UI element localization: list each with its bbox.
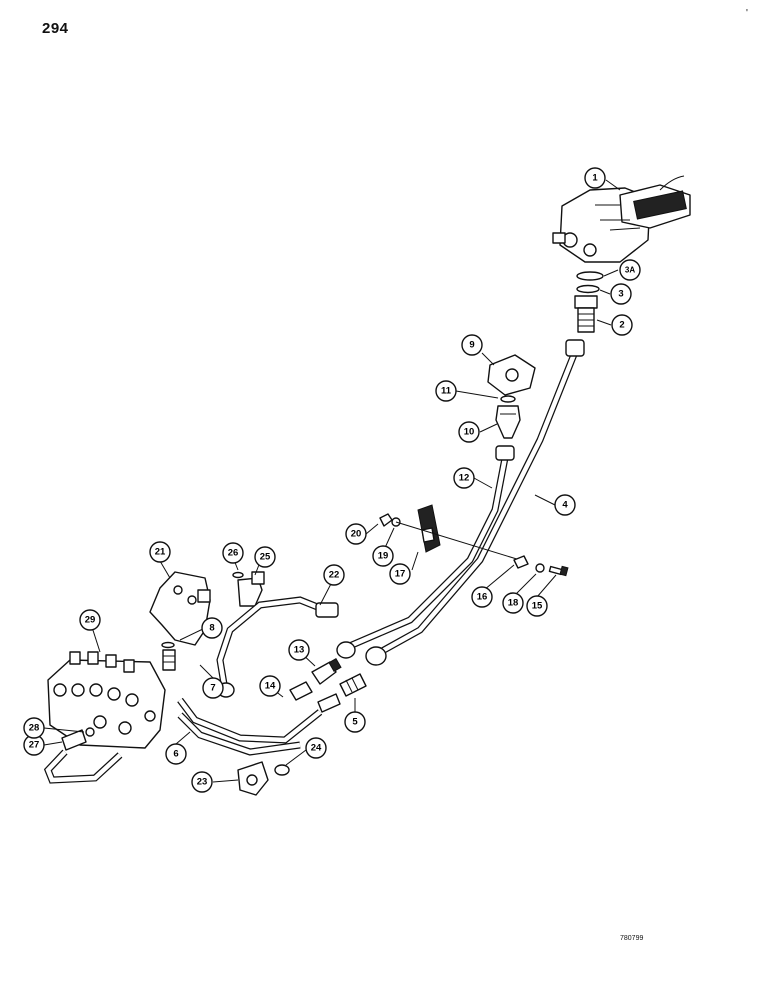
callout-17: 17 — [389, 563, 411, 585]
figure-code: 780799 — [620, 935, 644, 942]
callout-14: 14 — [259, 675, 281, 697]
callout-21: 21 — [149, 541, 171, 563]
callout-26: 26 — [222, 542, 244, 564]
tube-part-6 — [177, 697, 323, 756]
o-ring-part-26 — [232, 571, 244, 579]
bolt-axis-line — [395, 521, 521, 561]
callout-20: 20 — [345, 523, 367, 545]
callout-3a: 3A — [619, 259, 641, 281]
fitting-part-5 — [339, 673, 367, 697]
callout-7: 7 — [202, 677, 224, 699]
fitting-small — [317, 693, 341, 713]
valve-block-part-21 — [149, 571, 211, 646]
callout-25: 25 — [254, 546, 276, 568]
svg-text:3: 3 — [618, 289, 623, 300]
svg-text:28: 28 — [29, 723, 40, 734]
callout-18: 18 — [502, 592, 524, 614]
o-ring-part-8 — [161, 641, 175, 649]
bolt-part-15 — [548, 565, 569, 577]
nut-part-16 — [513, 555, 529, 569]
svg-text:7: 7 — [210, 683, 215, 694]
tube-part-12 — [336, 445, 515, 659]
callout-6: 6 — [165, 743, 187, 765]
svg-text:1: 1 — [592, 173, 598, 184]
tube-part-4 — [365, 339, 585, 666]
svg-text:10: 10 — [464, 427, 475, 438]
svg-text:12: 12 — [459, 473, 470, 484]
svg-text:21: 21 — [155, 547, 166, 558]
stray-mark: ' — [746, 8, 748, 19]
svg-text:24: 24 — [311, 743, 322, 754]
svg-text:2: 2 — [619, 320, 624, 331]
callout-19: 19 — [372, 545, 394, 567]
svg-text:5: 5 — [352, 717, 358, 728]
callout-12: 12 — [453, 467, 475, 489]
svg-text:11: 11 — [441, 386, 452, 397]
callout-3: 3 — [610, 283, 632, 305]
fitting-part-10 — [495, 405, 521, 439]
svg-text:4: 4 — [562, 500, 568, 511]
svg-text:22: 22 — [329, 570, 340, 581]
nut-part-20 — [379, 513, 393, 527]
control-valve-part-1 — [552, 175, 691, 263]
clamp-part-17 — [417, 504, 441, 553]
callout-8: 8 — [201, 617, 223, 639]
svg-text:26: 26 — [228, 548, 239, 559]
svg-text:18: 18 — [508, 598, 519, 609]
svg-text:3A: 3A — [625, 266, 635, 275]
svg-text:6: 6 — [173, 749, 178, 760]
callout-2: 2 — [611, 314, 633, 336]
svg-text:20: 20 — [351, 529, 362, 540]
svg-text:14: 14 — [265, 681, 276, 692]
svg-text:29: 29 — [85, 615, 96, 626]
callout-5: 5 — [344, 711, 366, 733]
washer-part-18 — [535, 563, 545, 573]
svg-text:17: 17 — [395, 569, 406, 580]
svg-text:9: 9 — [469, 340, 474, 351]
callout-23: 23 — [191, 771, 213, 793]
callout-9: 9 — [461, 334, 483, 356]
callout-22: 22 — [323, 564, 345, 586]
callout-13: 13 — [288, 639, 310, 661]
svg-text:25: 25 — [260, 552, 271, 563]
o-ring-part-3a — [576, 271, 604, 281]
adapter-fitting-part-2 — [574, 295, 598, 333]
tube-part-22 — [216, 596, 339, 698]
fitting-part-7 — [162, 649, 176, 671]
svg-text:8: 8 — [209, 623, 214, 634]
drain-tube — [43, 749, 123, 784]
elbow-part-23 — [237, 761, 269, 796]
fitting-part-13 — [311, 657, 342, 685]
o-ring-part-3 — [576, 284, 600, 294]
callout-24: 24 — [305, 737, 327, 759]
elbow-part-9 — [487, 354, 536, 396]
o-ring-part-28 — [85, 727, 95, 737]
callout-28: 28 — [23, 717, 45, 739]
callout-1: 1 — [584, 167, 606, 189]
callout-11: 11 — [435, 380, 457, 402]
o-ring-part-24 — [274, 764, 290, 776]
svg-text:16: 16 — [477, 592, 488, 603]
svg-text:13: 13 — [294, 645, 305, 656]
callout-16: 16 — [471, 586, 493, 608]
elbow-fitting-part-25 — [237, 571, 265, 607]
svg-text:27: 27 — [29, 740, 40, 751]
callout-29: 29 — [79, 609, 101, 631]
valve-bank-part-29 — [47, 651, 166, 749]
svg-text:23: 23 — [197, 777, 208, 788]
callout-27: 27 — [23, 734, 45, 756]
svg-text:15: 15 — [532, 601, 543, 612]
callout-4: 4 — [554, 494, 576, 516]
fitting-part-27 — [61, 729, 87, 751]
svg-text:19: 19 — [378, 551, 389, 562]
callout-10: 10 — [458, 421, 480, 443]
o-ring-part-11 — [500, 395, 516, 403]
fitting-part-14 — [289, 681, 313, 701]
page-number: 294 — [42, 20, 69, 37]
callout-15: 15 — [526, 595, 548, 617]
